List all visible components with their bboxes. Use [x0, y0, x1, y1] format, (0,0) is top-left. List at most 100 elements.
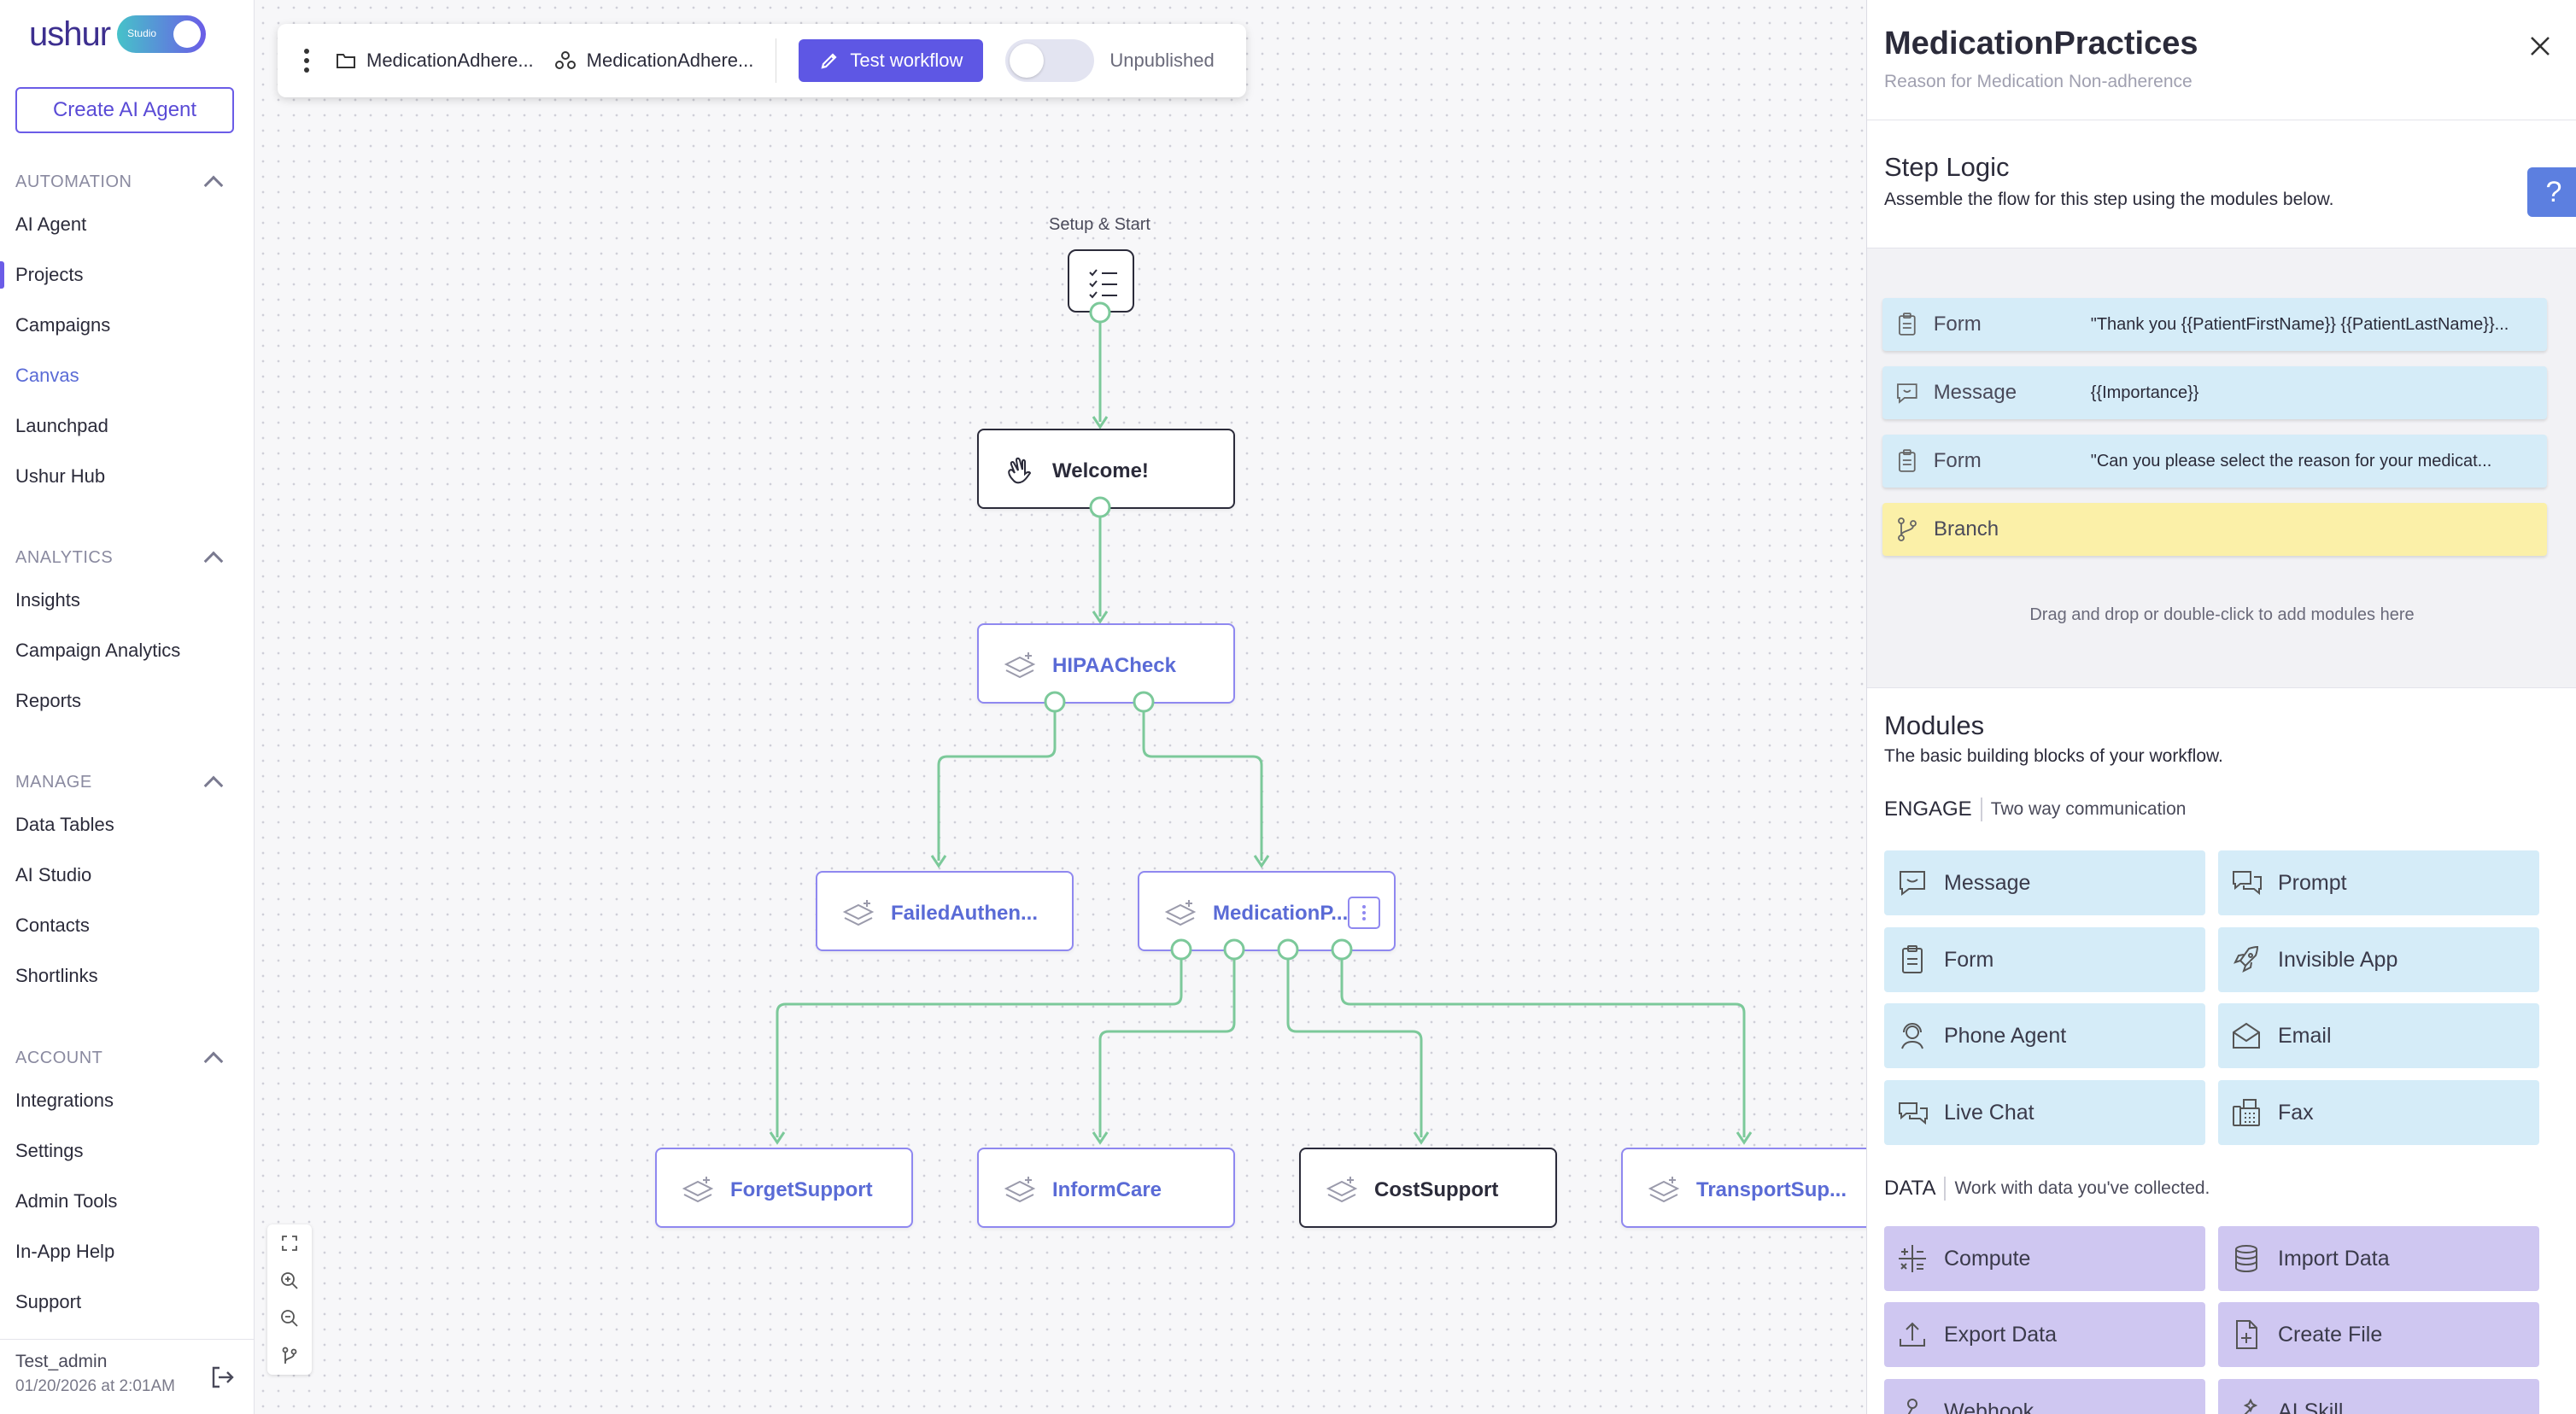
module-name: Email: [2278, 1023, 2332, 1048]
module-create-file[interactable]: Create File: [2218, 1302, 2539, 1367]
category-data: DATA Work with data you've collected.: [1884, 1177, 2210, 1201]
clipboard-icon: [1902, 945, 1923, 973]
nav-header-manage[interactable]: MANAGE: [0, 765, 255, 799]
sidebar-item-shortlinks[interactable]: Shortlinks: [15, 964, 98, 986]
node-kebab-menu-icon[interactable]: [1348, 897, 1380, 929]
sidebar-item-in-app-help[interactable]: In-App Help: [15, 1240, 115, 1262]
module-prompt[interactable]: Prompt: [2218, 850, 2539, 915]
sidebar-item-campaigns[interactable]: Campaigns: [15, 313, 111, 336]
node-failed-authentication[interactable]: FailedAuthen...: [816, 871, 1074, 951]
sidebar-item-ai-studio[interactable]: AI Studio: [15, 863, 92, 885]
node-medication-practices[interactable]: MedicationP...: [1138, 871, 1396, 951]
step-detail-panel: MedicationPractices Reason for Medicatio…: [1866, 0, 2576, 1414]
layers-icon: [1164, 900, 1197, 926]
module-import-data[interactable]: Import Data: [2218, 1226, 2539, 1291]
node-failed-authentication-label: FailedAuthen...: [891, 902, 1039, 925]
fax-icon: [2233, 1099, 2260, 1126]
more-menu-icon[interactable]: [298, 44, 315, 78]
logic-module-form-1[interactable]: Form "Thank you {{PatientFirstName}} {{P…: [1882, 298, 2547, 351]
edge-hipaa-failed: [937, 702, 1057, 861]
nav-header-analytics[interactable]: ANALYTICS: [0, 540, 255, 575]
sidebar-item-ai-agent[interactable]: AI Agent: [15, 213, 87, 235]
node-hipaa-check-label: HIPAACheck: [1052, 654, 1176, 677]
help-button[interactable]: ?: [2527, 167, 2576, 217]
zoom-in-icon[interactable]: [267, 1262, 312, 1300]
node-forget-support[interactable]: ForgetSupport: [655, 1148, 913, 1228]
fit-screen-icon[interactable]: [267, 1224, 312, 1262]
node-transport-support[interactable]: TransportSup...: [1621, 1148, 1866, 1228]
category-description: Two way communication: [1990, 799, 2187, 819]
test-workflow-button[interactable]: Test workflow: [799, 39, 984, 82]
node-welcome[interactable]: Welcome!: [977, 429, 1235, 509]
module-form[interactable]: Form: [1884, 927, 2205, 992]
nav-header-account[interactable]: ACCOUNT: [0, 1041, 255, 1075]
sidebar-item-canvas[interactable]: Canvas: [15, 364, 79, 386]
node-cost-support[interactable]: CostSupport: [1299, 1148, 1557, 1228]
sidebar-item-ushur-hub[interactable]: Ushur Hub: [15, 465, 106, 487]
sidebar-item-launchpad[interactable]: Launchpad: [15, 414, 108, 436]
node-cost-support-label: CostSupport: [1374, 1178, 1499, 1201]
database-icon: [2235, 1245, 2257, 1273]
sidebar-item-insights[interactable]: Insights: [15, 588, 80, 611]
auto-layout-icon[interactable]: [267, 1337, 312, 1375]
module-invisible-app[interactable]: Invisible App: [2218, 927, 2539, 992]
breadcrumb-workflow[interactable]: MedicationAdhere...: [554, 50, 753, 72]
agent-headset-icon: [1901, 1023, 1923, 1049]
logout-icon[interactable]: [208, 1364, 236, 1391]
module-webhook[interactable]: Webhook: [1884, 1379, 2205, 1414]
canvas-zoom-tools: [267, 1224, 312, 1375]
category-engage: ENGAGE Two way communication: [1884, 798, 2186, 821]
user-name: Test_admin: [15, 1352, 108, 1371]
node-transport-support-label: TransportSup...: [1696, 1178, 1847, 1201]
message-icon: [1900, 871, 1925, 896]
studio-badge: Studio: [127, 27, 157, 39]
studio-toggle[interactable]: Studio: [117, 15, 207, 53]
logic-module-message[interactable]: Message {{Importance}}: [1882, 366, 2547, 419]
module-name: Webhook: [1944, 1399, 2034, 1414]
setup-start-node[interactable]: [1068, 249, 1134, 313]
layers-icon: [1326, 1177, 1358, 1203]
module-live-chat[interactable]: Live Chat: [1884, 1080, 2205, 1145]
breadcrumb-project[interactable]: MedicationAdhere...: [336, 50, 534, 72]
close-icon[interactable]: [2525, 31, 2556, 61]
studio-toggle-knob: [173, 20, 202, 48]
sidebar-item-data-tables[interactable]: Data Tables: [15, 813, 114, 835]
logic-module-form-2[interactable]: Form "Can you please select the reason f…: [1882, 435, 2547, 488]
user-info: Test_admin 01/20/2026 at 2:01AM: [0, 1339, 255, 1414]
publish-toggle-knob: [1010, 44, 1045, 78]
module-fax[interactable]: Fax: [2218, 1080, 2539, 1145]
sidebar-item-reports[interactable]: Reports: [15, 689, 82, 711]
edge-medication-forget: [776, 949, 1183, 1137]
module-email[interactable]: Email: [2218, 1003, 2539, 1068]
panel-subtitle: Reason for Medication Non-adherence: [1884, 72, 2193, 91]
publish-toggle[interactable]: [1005, 39, 1095, 82]
node-hipaa-check[interactable]: HIPAACheck: [977, 623, 1235, 704]
upload-icon: [1900, 1322, 1925, 1347]
create-ai-agent-button[interactable]: Create AI Agent: [15, 87, 234, 133]
workflow-canvas[interactable]: MedicationAdhere... MedicationAdhere... …: [255, 0, 1866, 1414]
module-phone-agent[interactable]: Phone Agent: [1884, 1003, 2205, 1068]
module-message[interactable]: Message: [1884, 850, 2205, 915]
ushur-logo[interactable]: ushur Studio: [29, 15, 207, 53]
step-logic-description: Assemble the flow for this step using th…: [1884, 190, 2334, 209]
branch-icon: [1898, 517, 1917, 541]
nav-header-automation[interactable]: AUTOMATION: [0, 165, 255, 199]
sidebar-item-projects[interactable]: Projects: [0, 249, 255, 300]
node-inform-care[interactable]: InformCare: [977, 1148, 1235, 1228]
nav-section-manage: MANAGE Data Tables AI Studio Contacts Sh…: [0, 765, 255, 1001]
zoom-out-icon[interactable]: [267, 1300, 312, 1337]
chat-icon: [1899, 1102, 1928, 1125]
module-export-data[interactable]: Export Data: [1884, 1302, 2205, 1367]
logic-module-branch[interactable]: Branch: [1882, 503, 2547, 556]
sidebar-item-support[interactable]: Support: [15, 1290, 82, 1312]
sidebar-item-campaign-analytics[interactable]: Campaign Analytics: [15, 639, 181, 661]
sidebar-item-settings[interactable]: Settings: [15, 1139, 84, 1161]
module-compute[interactable]: Compute: [1884, 1226, 2205, 1291]
step-logic-dropzone[interactable]: Form "Thank you {{PatientFirstName}} {{P…: [1867, 248, 2576, 688]
sidebar-item-contacts[interactable]: Contacts: [15, 914, 90, 936]
sidebar-item-integrations[interactable]: Integrations: [15, 1089, 114, 1111]
workflow-icon: [554, 51, 576, 69]
arrow-head: [1413, 1131, 1430, 1145]
sidebar-item-admin-tools[interactable]: Admin Tools: [15, 1189, 118, 1212]
module-ai-skill[interactable]: AI Skill: [2218, 1379, 2539, 1414]
